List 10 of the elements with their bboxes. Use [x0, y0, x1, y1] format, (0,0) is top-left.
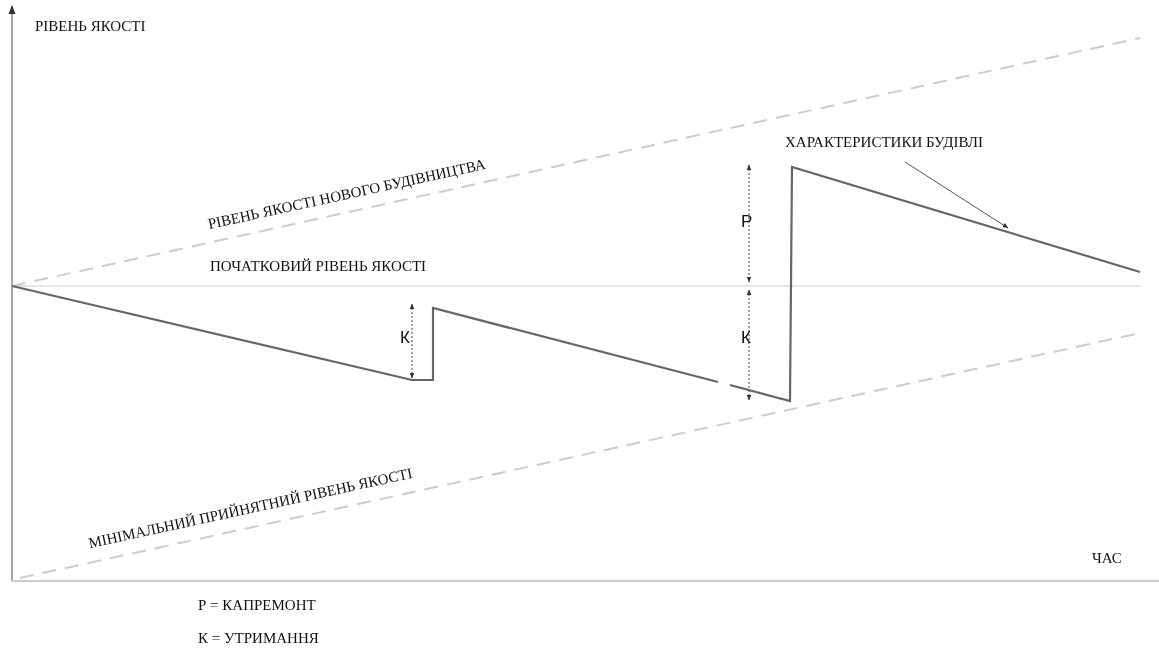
axis-title: ЧАС — [1092, 550, 1122, 567]
legend-text: Р = КАПРЕМОНТ — [198, 597, 316, 614]
callout-text: ХАРАКТЕРИСТИКИ БУДІВЛІ — [785, 134, 984, 151]
axis-title: РІВЕНЬ ЯКОСТІ — [35, 18, 146, 35]
dimension-label: Р — [741, 212, 753, 232]
line-label: ПОЧАТКОВИЙ РІВЕНЬ ЯКОСТІ — [210, 258, 427, 275]
dimension-label: К — [400, 328, 410, 348]
leader-line — [904, 161, 1009, 229]
dimension-label: К — [741, 328, 751, 348]
legend-text: К = УТРИМАННЯ — [198, 630, 319, 647]
